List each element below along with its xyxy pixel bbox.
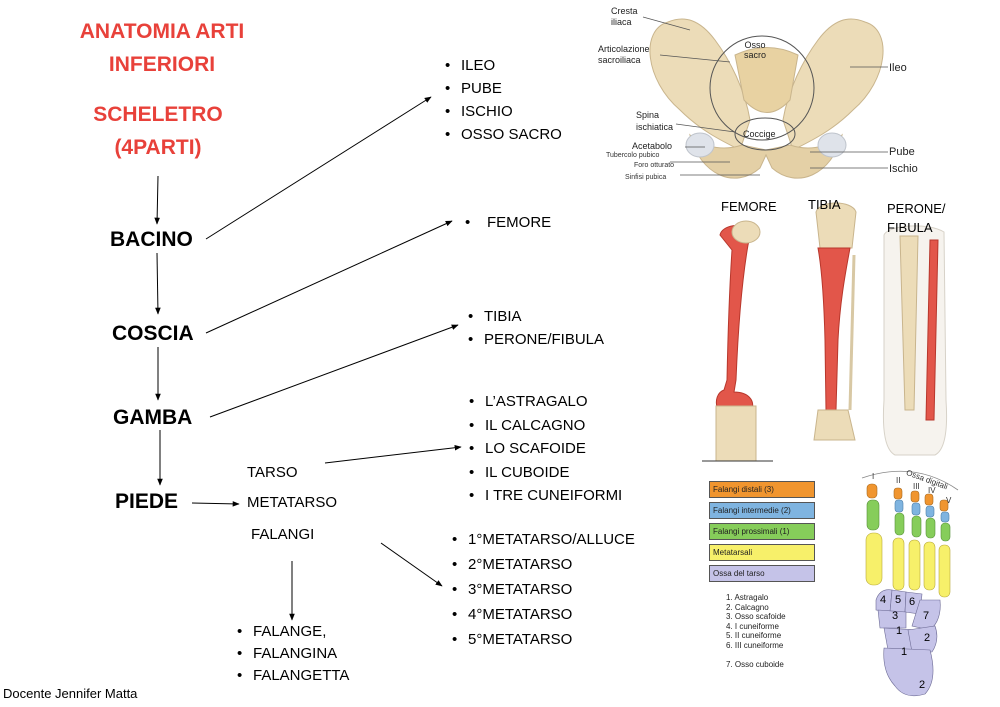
list-gamba: TIBIA PERONE/FIBULA	[468, 305, 604, 351]
foot-bone-number: 6	[909, 596, 916, 608]
list-item: 2. Calcagno	[726, 602, 769, 612]
pelvis-label-cresta: Cresta iliaca	[611, 6, 638, 27]
legend-item: Falangi prossimali (1)	[709, 523, 815, 540]
list-item: 4. I cuneiforme	[726, 621, 779, 631]
foot-bone-number: 2	[924, 632, 931, 644]
arrow-metatarso-list	[380, 542, 443, 587]
list-item: TIBIA	[468, 305, 604, 328]
legend-item: Falangi distali (3)	[709, 481, 815, 498]
list-item: ISCHIO	[445, 100, 562, 123]
list-item: PUBE	[445, 77, 562, 100]
list-item: 1°METATARSO/ALLUCE	[452, 527, 635, 552]
region-piede: PIEDE	[115, 490, 179, 513]
list-item: OSSO SACRO	[445, 123, 562, 146]
list-item: PERONE/FIBULA	[468, 328, 604, 351]
foot-roman-iv: IV	[928, 486, 936, 495]
list-coscia: FEMORE	[465, 213, 551, 233]
arrow-bacino-list	[205, 96, 432, 240]
list-item: I TRE CUNEIFORMI	[469, 484, 622, 508]
list-item: 4°METATARSO	[452, 602, 635, 627]
foot-part-falangi: FALANGI	[251, 526, 315, 543]
list-item: IL CALCAGNO	[469, 414, 622, 438]
foot-bone-number: 5	[895, 594, 902, 606]
foot-bone-number: 2	[919, 679, 926, 691]
foot-legend: Falangi distali (3) Falangi intermedie (2…	[709, 481, 815, 586]
pelvis-label-coccige: Coccige	[743, 129, 776, 139]
leg-label-femore: FEMORE	[721, 199, 777, 214]
list-item: FEMORE	[465, 213, 551, 233]
list-item: 6. III cuneiforme	[726, 640, 784, 650]
list-item: 3. Osso scafoide	[726, 612, 786, 622]
foot-roman-ii: II	[896, 476, 901, 485]
arrow-gamba-list	[209, 324, 459, 418]
list-falangi: FALANGE, FALANGINA FALANGETTA	[237, 621, 349, 687]
pelvis-label-ischio: Ischio	[889, 163, 918, 175]
arrow-piede-metatarso	[191, 501, 240, 507]
foot-roman-i: I	[872, 472, 875, 481]
arrow-coscia-list	[205, 220, 453, 334]
foot-roman-v: V	[946, 496, 952, 505]
list-item: 5°METATARSO	[452, 627, 635, 652]
pelvis-label-sinfisi: Sinfisi pubica	[625, 174, 667, 181]
pelvis-label-pube: Pube	[889, 146, 915, 158]
pelvis-label-foro: Foro otturato	[634, 162, 675, 169]
foot-bone-number: 4	[880, 594, 887, 606]
pelvis-sacrum	[734, 47, 799, 113]
pelvis-acetabulum-right	[817, 132, 847, 158]
foot-bone-number: 7	[923, 610, 930, 622]
arrow-title-bacino	[154, 175, 160, 225]
pelvis-label-osso-sacro: Osso sacro	[743, 40, 766, 60]
list-tarso: L’ASTRAGALO IL CALCAGNO LO SCAFOIDE IL C…	[469, 390, 622, 508]
pelvis-label-spina: Spina ischiatica	[636, 110, 674, 132]
foot-part-metatarso: METATARSO	[247, 494, 337, 511]
pelvis-label-articolazione: Articolazione sacroiliaca	[598, 44, 650, 65]
region-coscia: COSCIA	[112, 322, 194, 345]
foot-part-tarso: TARSO	[247, 464, 298, 481]
foot-bone-number: 3	[892, 610, 899, 622]
list-item: ILEO	[445, 54, 562, 77]
leg-label-perone: PERONE/ FIBULA	[887, 201, 946, 235]
pelvis-coccyx-circle	[734, 117, 796, 151]
foot-roman-iii: III	[913, 482, 920, 491]
page-subtitle: SCHELETRO (4PARTI)	[93, 103, 223, 159]
pelvis-sacrum-circle	[709, 35, 815, 141]
perone-bone	[925, 239, 939, 421]
list-item: FALANGE,	[237, 621, 349, 643]
list-bacino: ILEO PUBE ISCHIO OSSO SACRO	[445, 54, 562, 146]
list-item: 7. Osso cuboide	[726, 659, 784, 669]
footer-author: Docente Jennifer Matta	[3, 686, 138, 701]
leg-label-tibia: TIBIA	[808, 197, 841, 212]
list-item: 1. Astragalo	[726, 593, 769, 602]
list-item: 5. II cuneiforme	[726, 631, 782, 641]
pelvis-label-acetabolo: Acetabolo	[632, 141, 673, 151]
foot-bone-number: 1	[901, 646, 908, 658]
pelvis-label-ileo: Ileo	[889, 62, 907, 74]
list-item: 3°METATARSO	[452, 577, 635, 602]
list-item: FALANGINA	[237, 643, 349, 665]
legend-item: Falangi intermedie (2)	[709, 502, 815, 519]
list-metatarso: 1°METATARSO/ALLUCE 2°METATARSO 3°METATAR…	[452, 527, 635, 652]
list-item: 2°METATARSO	[452, 552, 635, 577]
pelvis-acetabulum-left	[685, 132, 715, 158]
foot-number-list: 1. Astragalo 2. Calcagno 3. Osso scafoid…	[726, 593, 786, 669]
legend-item: Ossa del tarso	[709, 565, 815, 582]
tibia-foot	[813, 409, 856, 441]
arrow-tarso-list	[324, 444, 462, 464]
list-item: L’ASTRAGALO	[469, 390, 622, 414]
legend-item: Metatarsali	[709, 544, 815, 561]
page-title: ANATOMIA ARTI INFERIORI	[79, 20, 245, 76]
list-item: IL CUBOIDE	[469, 461, 622, 485]
region-bacino: BACINO	[110, 228, 193, 251]
foot-bone-number: 1	[896, 625, 903, 637]
pelvis-label-tubercolo: Tubercolo pubico	[606, 152, 660, 159]
region-gamba: GAMBA	[113, 406, 193, 429]
list-item: LO SCAFOIDE	[469, 437, 622, 461]
arrow-bacino-coscia	[155, 252, 161, 315]
list-item: FALANGETTA	[237, 665, 349, 687]
tibia-knee	[815, 202, 857, 249]
